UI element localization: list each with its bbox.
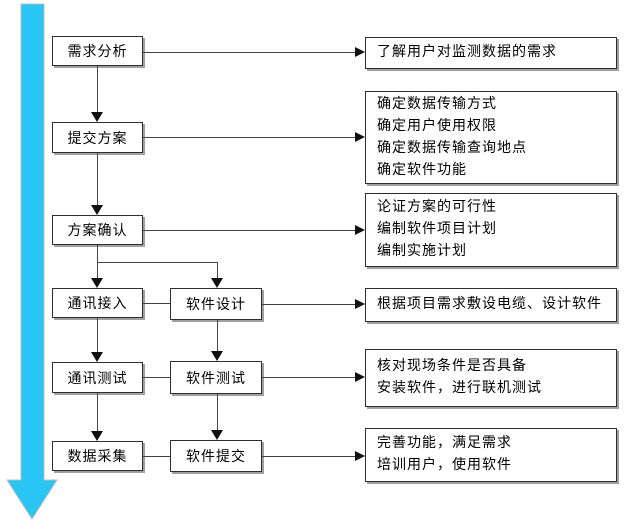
detail-line: 确定软件功能 xyxy=(377,162,467,178)
phase-box-software-design: 软件设计 xyxy=(170,288,262,320)
connector-hline xyxy=(143,52,356,53)
connector-vline xyxy=(217,320,218,353)
arrow-down-icon xyxy=(91,431,103,441)
arrow-down-icon xyxy=(211,351,223,361)
phase-box-comm-access: 通讯接入 xyxy=(52,288,143,318)
detail-line: 安装软件，进行联机测试 xyxy=(377,381,542,396)
connector-vline xyxy=(97,393,98,433)
connector-hline-branch xyxy=(97,262,218,263)
detail-box-test: 核对现场条件是否具备 安装软件，进行联机测试 xyxy=(365,349,617,407)
detail-line: 核对现场条件是否具备 xyxy=(377,359,527,374)
detail-box-design: 根据项目需求敷设电缆、设计软件 xyxy=(365,288,617,322)
detail-line: 根据项目需求敷设电缆、设计软件 xyxy=(377,297,602,312)
detail-line: 确定用户使用权限 xyxy=(377,118,497,134)
phase-box-requirements-analysis: 需求分析 xyxy=(52,36,143,66)
detail-line: 培训用户，使用软件 xyxy=(377,458,512,473)
detail-box-delivery: 完善功能，满足需求 培训用户，使用软件 xyxy=(365,428,617,482)
connector-hline xyxy=(143,456,170,457)
arrow-right-icon xyxy=(355,451,365,461)
detail-line: 编制软件项目计划 xyxy=(377,222,497,237)
detail-box-plan: 确定数据传输方式 确定用户使用权限 确定数据传输查询地点 确定软件功能 xyxy=(365,91,617,184)
connector-hline xyxy=(262,456,356,457)
arrow-right-icon xyxy=(355,132,365,142)
connector-vline xyxy=(97,153,98,207)
process-timeline-down-arrow-icon xyxy=(6,3,58,520)
detail-box-confirmation: 论证方案的可行性 编制软件项目计划 编制实施计划 xyxy=(365,193,617,267)
connector-hline xyxy=(143,303,170,304)
detail-line: 了解用户对监测数据的需求 xyxy=(377,45,557,60)
phase-box-submit-plan: 提交方案 xyxy=(52,122,143,153)
connector-hline xyxy=(143,230,356,231)
arrow-down-icon xyxy=(91,205,103,215)
phase-box-software-test: 软件测试 xyxy=(170,361,262,394)
detail-line: 确定数据传输查询地点 xyxy=(377,140,527,156)
detail-line: 确定数据传输方式 xyxy=(377,96,497,112)
detail-line: 编制实施计划 xyxy=(377,244,467,259)
arrow-right-icon xyxy=(355,299,365,309)
phase-box-data-collection: 数据采集 xyxy=(52,441,143,471)
arrow-down-icon xyxy=(211,278,223,288)
connector-hline xyxy=(143,377,170,378)
arrow-down-icon xyxy=(91,112,103,122)
down-arrow-shape xyxy=(6,3,58,520)
arrow-down-icon xyxy=(91,352,103,362)
phase-box-comm-test: 通讯测试 xyxy=(52,362,143,393)
connector-hline xyxy=(143,137,356,138)
phase-box-plan-confirmation: 方案确认 xyxy=(52,215,143,245)
connector-hline xyxy=(262,377,356,378)
arrow-right-icon xyxy=(355,225,365,235)
arrow-down-icon xyxy=(211,430,223,440)
connector-hline xyxy=(262,304,356,305)
detail-box-requirements: 了解用户对监测数据的需求 xyxy=(365,37,617,69)
connector-vline xyxy=(97,318,98,354)
detail-line: 完善功能，满足需求 xyxy=(377,436,512,451)
arrow-right-icon xyxy=(355,372,365,382)
connector-vline xyxy=(217,394,218,432)
arrow-right-icon xyxy=(355,47,365,57)
connector-vline xyxy=(217,262,218,280)
connector-vline xyxy=(97,66,98,114)
arrow-down-icon xyxy=(91,278,103,288)
phase-box-software-delivery: 软件提交 xyxy=(170,440,262,472)
detail-line: 论证方案的可行性 xyxy=(377,200,497,215)
